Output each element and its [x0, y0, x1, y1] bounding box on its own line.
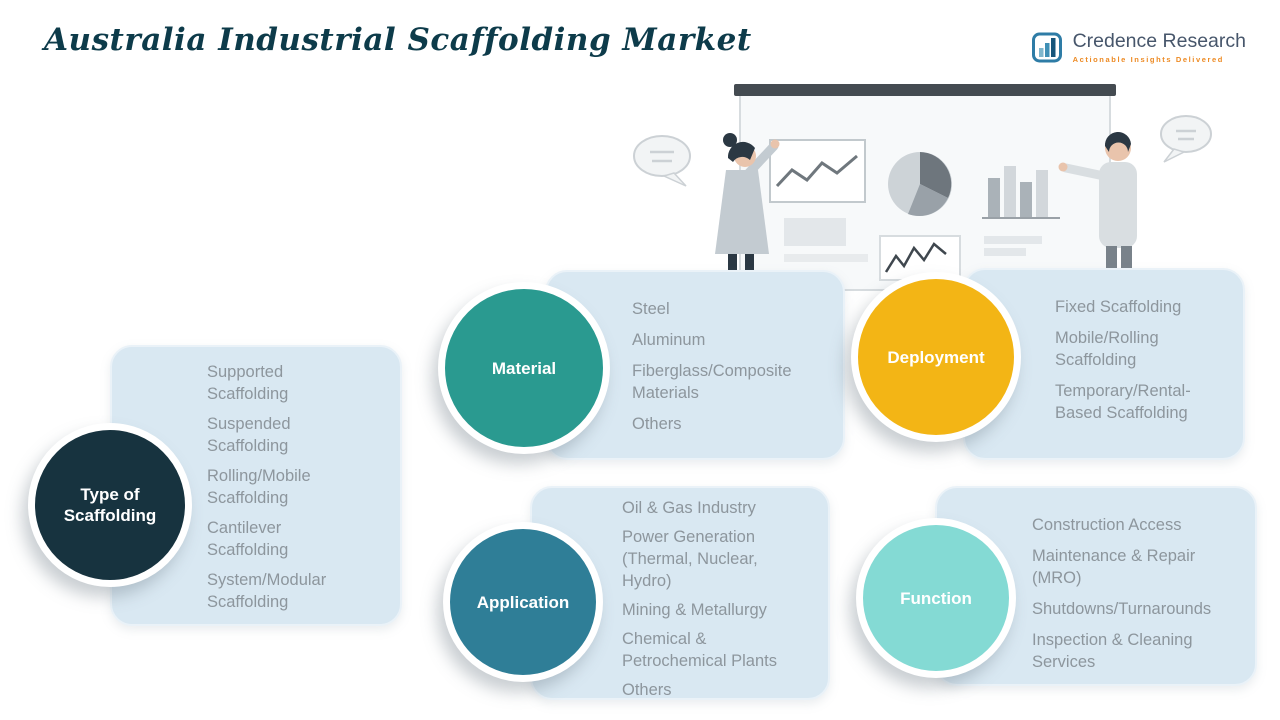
segment-item: Fiberglass/Composite Materials: [632, 362, 792, 402]
segment-circle-function: Function: [856, 518, 1016, 678]
presenter-left-icon: [715, 133, 780, 280]
segment-item: Fixed Scaffolding: [1055, 298, 1182, 316]
segment-label: Deployment: [887, 347, 985, 367]
segment-item: Suspended Scaffolding: [207, 415, 291, 455]
logo-text: Credence Research Actionable Insights De…: [1073, 30, 1246, 64]
presentation-illustration: [633, 84, 1212, 291]
board-block: [784, 218, 846, 246]
segment-label: Type of Scaffolding: [63, 485, 157, 525]
segment-item: Mobile/Rolling Scaffolding: [1055, 329, 1159, 369]
board-line: [784, 254, 868, 262]
segment-item: Inspection & Cleaning Services: [1032, 631, 1193, 671]
speech-bubble-right-icon: [1160, 115, 1212, 163]
presenter-right-icon: [1058, 131, 1137, 286]
segment-circle-deployment: Deployment: [851, 272, 1021, 442]
segment-item: Mining & Metallurgy: [622, 601, 767, 619]
segment-item: Rolling/Mobile Scaffolding: [207, 467, 311, 507]
board-line: [984, 248, 1026, 256]
bar-chart-board-icon: [982, 166, 1060, 219]
board-line: [984, 236, 1042, 244]
segment-label: Application: [476, 592, 570, 612]
segment-item: Steel: [632, 300, 670, 318]
segment-label: Function: [900, 588, 972, 608]
segment-item: Construction Access: [1032, 516, 1182, 534]
segment-item: Others: [632, 415, 682, 433]
segment-item: Chemical & Petrochemical Plants: [622, 630, 777, 670]
segment-label: Material: [491, 358, 557, 378]
segment-item: Oil & Gas Industry: [622, 499, 756, 517]
pie-chart-icon: [888, 152, 952, 217]
segment-item: Supported Scaffolding: [207, 363, 289, 403]
segment-item: Temporary/Rental-Based Scaffolding: [1055, 382, 1191, 422]
segment-item: Others: [622, 681, 672, 699]
speech-bubble-left-icon: [633, 135, 691, 187]
segment-circle-type-of-scaffolding: Type of Scaffolding: [28, 423, 192, 587]
page-title: Australia Industrial Scaffolding Market: [44, 22, 752, 58]
logo-tagline: Actionable Insights Delivered: [1072, 55, 1224, 64]
segment-item: Power Generation (Thermal, Nuclear, Hydr…: [622, 528, 758, 590]
logo-name: Credence Research: [1072, 30, 1246, 52]
segment-item: Maintenance & Repair (MRO): [1032, 547, 1196, 587]
segment-item: Shutdowns/Turnarounds: [1032, 600, 1212, 618]
segment-circle-application: Application: [443, 522, 603, 682]
credence-logo-icon: [1031, 32, 1062, 63]
segment-circle-material: Material: [438, 282, 610, 454]
line-chart-icon: [769, 139, 866, 203]
panel-application: Oil & Gas Industry Power Generation (The…: [530, 486, 830, 700]
logo: Credence Research Actionable Insights De…: [1031, 30, 1246, 66]
segment-item: System/Modular Scaffolding: [207, 571, 327, 611]
segment-item: Cantilever Scaffolding: [207, 519, 289, 559]
segment-item: Aluminum: [632, 331, 706, 349]
